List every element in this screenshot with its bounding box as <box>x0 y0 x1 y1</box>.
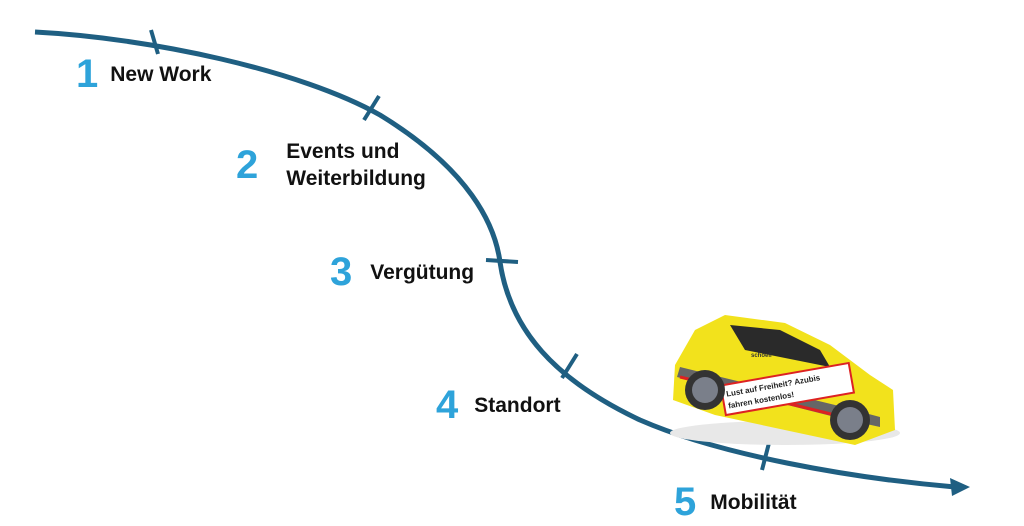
arrow-head-icon <box>950 478 970 496</box>
step-number: 1 <box>76 52 99 96</box>
step-number: 4 <box>436 383 459 427</box>
step-number: 2 <box>236 143 259 187</box>
step-number: 3 <box>330 250 353 294</box>
step-number: 5 <box>674 480 697 524</box>
tick-4 <box>560 352 579 380</box>
step-3: 3 Vergütung <box>330 252 474 292</box>
tick-1 <box>149 29 160 55</box>
step-5: 5 Mobilität <box>674 482 797 522</box>
tick-3 <box>485 258 519 264</box>
step-1: 1 New Work <box>76 54 211 94</box>
step-label: Events und Weiterbildung <box>286 138 426 192</box>
step-label: Standort <box>474 393 561 417</box>
car-image: schoell Lust auf Freiheit? Azubis fahren… <box>670 315 900 445</box>
tick-5 <box>760 442 771 471</box>
step-4: 4 Standort <box>436 385 561 425</box>
car-brand: schoell <box>751 353 772 359</box>
step-2: 2 Events und Weiterbildung <box>236 138 426 192</box>
step-label-line2: Weiterbildung <box>286 167 426 190</box>
step-label: Vergütung <box>370 260 475 284</box>
tick-2 <box>362 94 381 122</box>
step-label-line1: Events und <box>286 140 400 163</box>
step-label: New Work <box>110 62 212 86</box>
step-label: Mobilität <box>710 490 797 514</box>
